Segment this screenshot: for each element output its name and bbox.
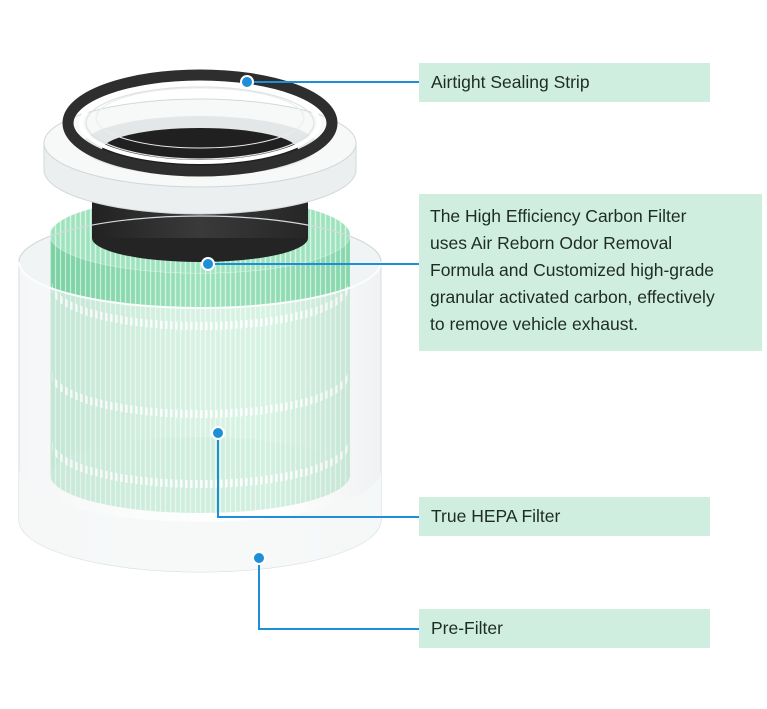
anchor-dot-hepa: [212, 427, 224, 439]
callout-hepa-filter-text: True HEPA Filter: [431, 503, 560, 530]
callout-carbon-line: to remove vehicle exhaust.: [430, 311, 752, 338]
callout-carbon-line: The High Efficiency Carbon Filter: [430, 203, 752, 230]
callout-sealing-strip-text: Airtight Sealing Strip: [431, 69, 590, 96]
anchor-dot-sealing: [241, 76, 253, 88]
callout-carbon-line: Formula and Customized high-grade: [430, 257, 752, 284]
callout-carbon-line: granular activated carbon, effectively: [430, 284, 752, 311]
callout-pre-filter: Pre-Filter: [419, 609, 710, 648]
leader-line-pre: [259, 558, 419, 629]
callout-pre-filter-text: Pre-Filter: [431, 615, 503, 642]
callout-carbon-filter: The High Efficiency Carbon Filter uses A…: [419, 194, 762, 351]
callout-sealing-strip: Airtight Sealing Strip: [419, 63, 710, 102]
anchor-dot-pre: [253, 552, 265, 564]
callout-carbon-line: uses Air Reborn Odor Removal: [430, 230, 752, 257]
callout-hepa-filter: True HEPA Filter: [419, 497, 710, 536]
anchor-dot-carbon: [202, 258, 214, 270]
top-collar-shape: [44, 99, 356, 214]
